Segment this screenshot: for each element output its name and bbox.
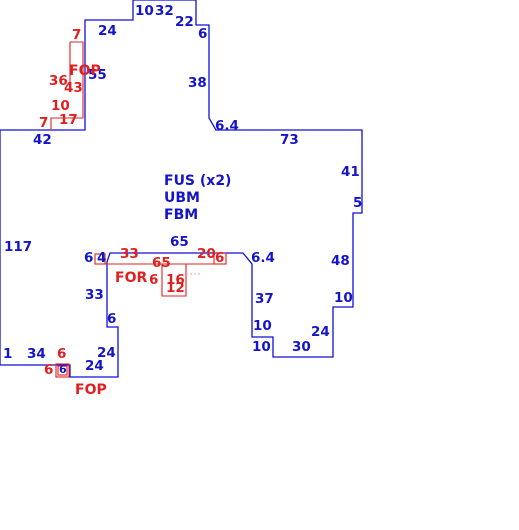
dimension-label: 24 bbox=[85, 358, 104, 374]
dimension-label: 42 bbox=[33, 132, 52, 148]
markup-label-fop-top: FOP bbox=[69, 63, 101, 79]
dimension-label: 6 bbox=[198, 26, 207, 42]
markup-label-fop-bottom: FOP bbox=[75, 382, 107, 398]
markup-dimension-label: 10 bbox=[51, 98, 70, 114]
dimension-label: 34 bbox=[27, 346, 46, 362]
dimension-label: 24 bbox=[98, 23, 117, 39]
dimension-label: 6.4 bbox=[215, 118, 239, 134]
markup-label-for: FOR bbox=[115, 270, 147, 286]
dimension-label: 30 bbox=[292, 339, 311, 355]
markup-dimension-label: 36 bbox=[49, 73, 68, 89]
area-label-fus: FUS (x2) bbox=[164, 173, 231, 189]
dimension-label: 48 bbox=[331, 253, 350, 269]
markup-dimension-label: 17 bbox=[59, 112, 78, 128]
markup-dimension-label: 43 bbox=[64, 80, 83, 96]
markup-dimension-label: 7 bbox=[72, 27, 81, 43]
dimension-label: 38 bbox=[188, 75, 207, 91]
dimension-label: 6 bbox=[84, 250, 93, 266]
dimension-label: 10 bbox=[334, 290, 353, 306]
markup-dimension-label: 16 bbox=[166, 272, 185, 288]
red-outline-for bbox=[161, 264, 187, 297]
markup-dimension-label: 20 bbox=[197, 246, 216, 262]
blue-dimension-labels: 10 32 22 24 6 55 38 6.4 73 42 41 5 117 6… bbox=[3, 3, 362, 376]
markup-dimension-label: 33 bbox=[120, 246, 139, 262]
red-rect-bottom-inner bbox=[57, 365, 68, 376]
dimension-label: 65 bbox=[170, 234, 189, 250]
markup-dimension-label: 6 bbox=[149, 272, 158, 288]
markup-dimension-label: 6 bbox=[215, 250, 224, 266]
dimension-label: 1 bbox=[3, 346, 12, 362]
dimension-label: 6.4 bbox=[251, 250, 275, 266]
dimension-label: 22 bbox=[175, 14, 194, 30]
markup-dimension-label: 65 bbox=[152, 255, 171, 271]
dimension-label: 10 bbox=[253, 318, 272, 334]
dimension-label: 6 bbox=[59, 363, 67, 376]
red-markup-labels: FOP FOR FOP bbox=[69, 63, 147, 398]
markup-dimension-label: 6 bbox=[57, 346, 66, 362]
dimension-label: 24 bbox=[97, 345, 116, 361]
area-label-fbm: FBM bbox=[164, 207, 198, 223]
dimension-label: 6 bbox=[107, 311, 116, 327]
dimension-label: 4 bbox=[97, 250, 106, 266]
dimension-label: 24 bbox=[311, 324, 330, 340]
red-dimension-labels: 7 36 43 10 7 17 33 20 6 65 6 16 12 6 6 bbox=[39, 27, 224, 378]
red-rect-bottom bbox=[55, 363, 70, 378]
dimension-label: 37 bbox=[255, 291, 274, 307]
red-rect-right bbox=[213, 252, 227, 265]
area-label-ubm: UBM bbox=[164, 190, 200, 206]
dimension-label: 10 bbox=[135, 3, 154, 19]
markup-dimension-label: 6 bbox=[44, 362, 53, 378]
area-labels: FUS (x2) UBM FBM bbox=[164, 173, 231, 223]
dimension-label: 33 bbox=[85, 287, 104, 303]
dimension-label: 117 bbox=[4, 239, 32, 255]
dimension-label: 32 bbox=[155, 3, 174, 19]
red-rect-left bbox=[94, 253, 106, 265]
dimension-label: 55 bbox=[88, 67, 107, 83]
red-markup bbox=[50, 41, 227, 378]
dimension-label: 73 bbox=[280, 132, 299, 148]
red-outline-upper-left bbox=[50, 41, 84, 130]
building-outline bbox=[0, 0, 363, 378]
dimension-label: 41 bbox=[341, 164, 360, 180]
markup-dimension-label: 12 bbox=[166, 280, 185, 296]
dimension-label: 10 bbox=[252, 339, 271, 355]
markup-dimension-label: 7 bbox=[39, 115, 48, 131]
dimension-label: 5 bbox=[353, 195, 362, 211]
